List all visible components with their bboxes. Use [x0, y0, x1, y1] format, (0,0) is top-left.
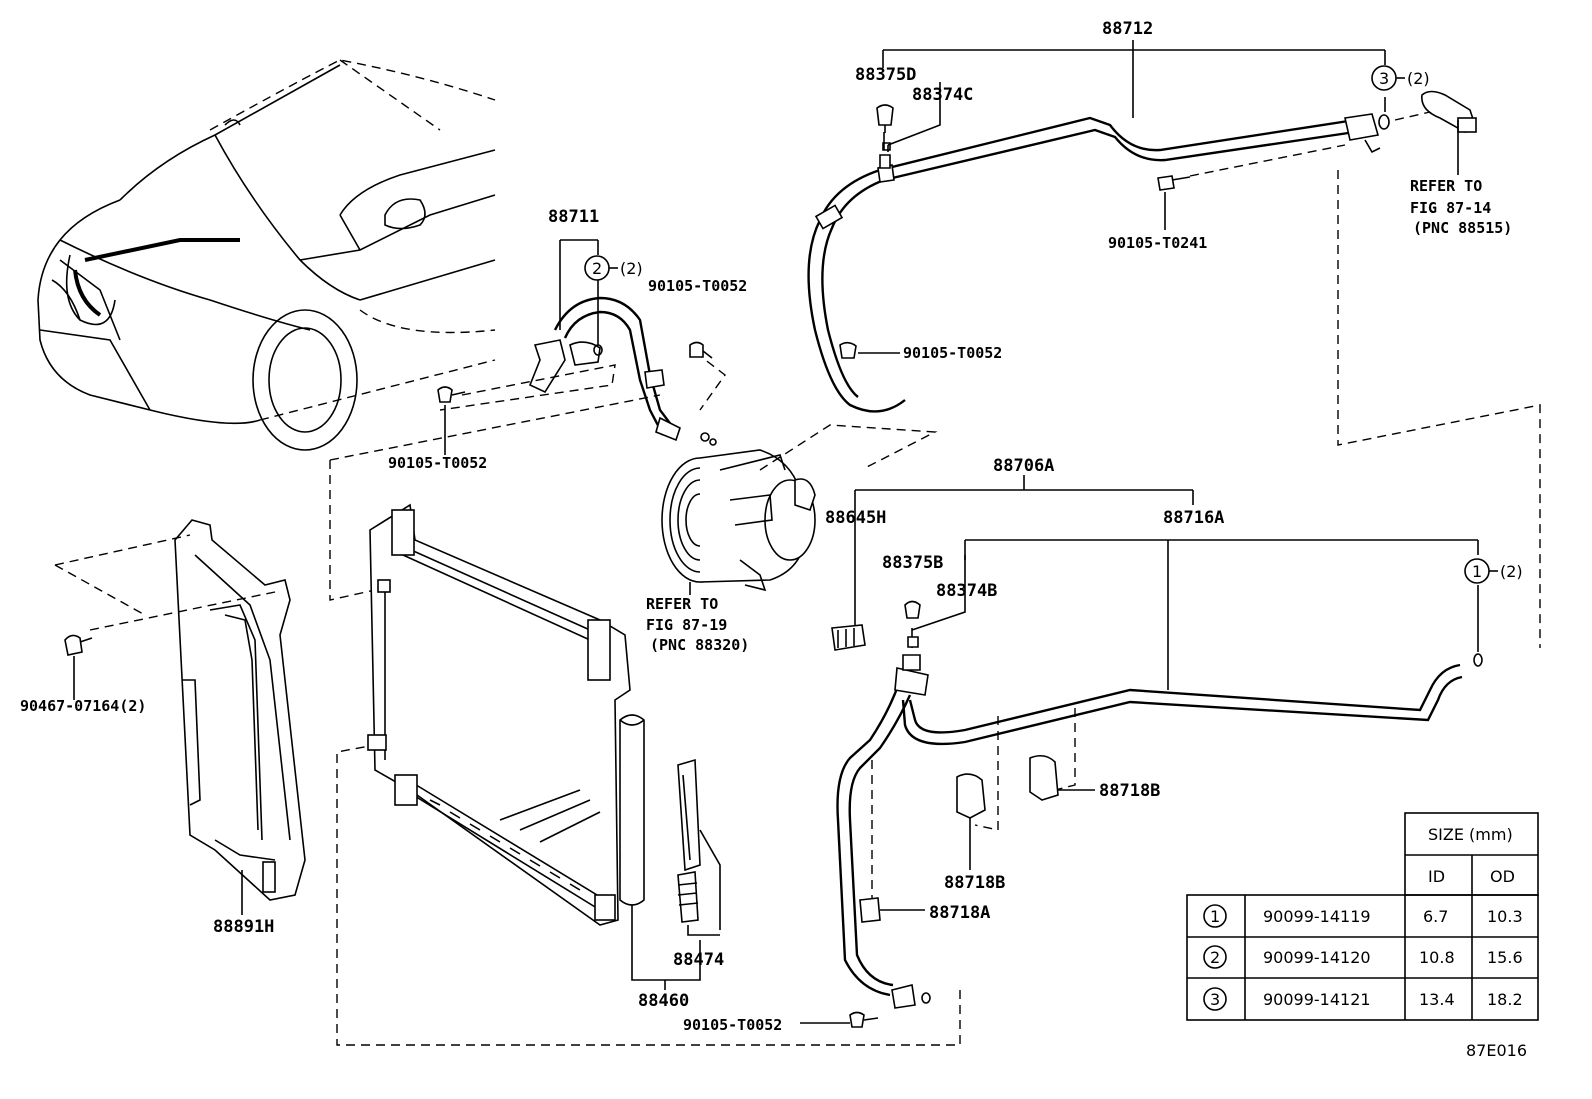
table-row-2-id: 10.8 [1419, 948, 1455, 967]
table-row-2-od: 15.6 [1487, 948, 1523, 967]
label-90105-t0052-left: 90105-T0052 [388, 454, 487, 472]
table-row-1-num: 1 [1210, 907, 1220, 926]
table-row-1-part: 90099-14119 [1263, 907, 1371, 926]
label-88706a: 88706A [993, 456, 1054, 476]
label-88374c: 88374C [912, 85, 973, 105]
ring-callout-2-num: 2 [592, 259, 602, 278]
table-row-3-part: 90099-14121 [1263, 990, 1371, 1009]
table-header-od: OD [1490, 867, 1515, 886]
table-row-1-od: 10.3 [1487, 907, 1523, 926]
desiccant-88474 [677, 758, 721, 936]
discharge-hose-88712 [807, 40, 1541, 648]
label-88711: 88711 [548, 207, 599, 227]
refer-fig-87-19-line1: REFER TO [646, 595, 718, 613]
part-labels: 88712 88375D 88374C 3 (2) 90105-T0241 RE… [20, 19, 1527, 1060]
table-row-3-id: 13.4 [1419, 990, 1455, 1009]
label-88375d: 88375D [855, 65, 916, 85]
radiator-shroud-88891h [54, 519, 306, 915]
label-90105-t0052-right: 90105-T0052 [903, 344, 1002, 362]
table-row-3-num: 3 [1210, 990, 1220, 1009]
refer-fig-87-14-line2: FIG 87-14 [1410, 199, 1491, 217]
label-88645h: 88645H [825, 508, 886, 528]
table-row-2-num: 2 [1210, 948, 1220, 967]
label-88718a: 88718A [929, 903, 990, 923]
ac-compressor-illustration [661, 424, 938, 595]
label-90105-t0052-top: 90105-T0052 [648, 277, 747, 295]
label-90105-t0241: 90105-T0241 [1108, 234, 1207, 252]
ring-callout-3-num: 3 [1379, 69, 1389, 88]
ring-callout-1-num: 1 [1472, 562, 1482, 581]
label-88718b-bottom: 88718B [944, 873, 1005, 893]
label-90467-07164: 90467-07164(2) [20, 697, 146, 715]
refer-fig-87-19-line3: (PNC 88320) [650, 636, 749, 654]
refer-fig-87-14-line1: REFER TO [1410, 177, 1482, 195]
label-90105-t0052-bottom: 90105-T0052 [683, 1016, 782, 1034]
o-ring-size-table: SIZE (mm) ID OD 1 90099-14119 6.7 10.3 2… [1186, 812, 1539, 1021]
label-88716a: 88716A [1163, 508, 1224, 528]
label-88474: 88474 [673, 950, 724, 970]
table-row-2-part: 90099-14120 [1263, 948, 1371, 967]
liquid-line-88706a [336, 475, 1483, 1046]
label-88374b: 88374B [936, 581, 997, 601]
refer-fig-87-14-line3: (PNC 88515) [1413, 219, 1512, 237]
table-title: SIZE (mm) [1428, 825, 1513, 844]
figure-code: 87E016 [1466, 1041, 1527, 1060]
label-88718b-right: 88718B [1099, 781, 1160, 801]
label-88891h: 88891H [213, 917, 274, 937]
ring-callout-2-qty: (2) [620, 259, 643, 278]
ring-callout-3-qty: (2) [1407, 69, 1430, 88]
table-header-id: ID [1428, 867, 1445, 886]
label-88712: 88712 [1102, 19, 1153, 39]
refer-fig-87-19-line2: FIG 87-19 [646, 616, 727, 634]
label-88375b: 88375B [882, 553, 943, 573]
vehicle-illustration [37, 59, 496, 451]
label-88460: 88460 [638, 991, 689, 1011]
table-row-3-od: 18.2 [1487, 990, 1523, 1009]
table-row-1-id: 6.7 [1423, 907, 1448, 926]
ring-callout-1-qty: (2) [1500, 562, 1523, 581]
condenser-88460 [367, 503, 701, 990]
suction-hose-88711 [329, 239, 726, 601]
